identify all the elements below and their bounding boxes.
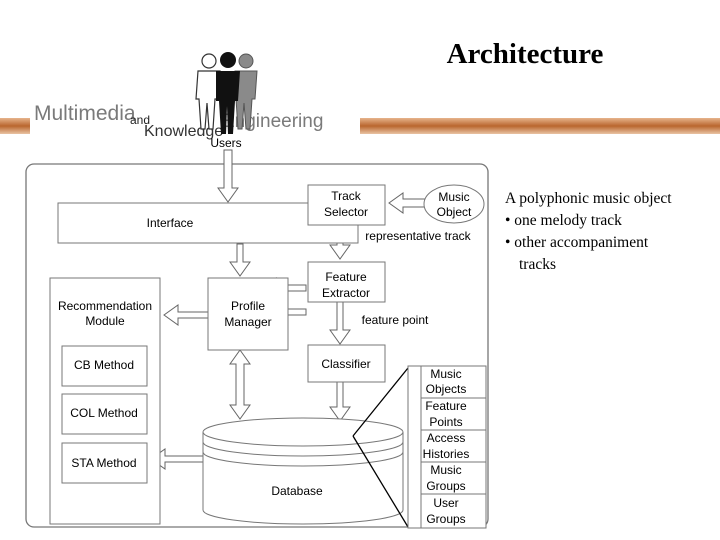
- representative-track-label: representative track: [365, 229, 471, 243]
- db-item-music-objects-1: Music: [430, 367, 461, 381]
- col-method-label: COL Method: [70, 406, 138, 420]
- arrow-profile-to-recommendation: [163, 304, 209, 326]
- track-selector-label-1: Track: [331, 189, 362, 203]
- arrow-classifier-to-database: [329, 381, 351, 422]
- sta-method-label: STA Method: [71, 456, 136, 470]
- classifier-label: Classifier: [321, 357, 370, 371]
- db-item-access-histories-2: Histories: [423, 447, 470, 461]
- logo-multimedia: Multimedia: [34, 102, 136, 125]
- db-item-user-groups-2: Groups: [426, 512, 465, 526]
- arrow-featureextractor-to-classifier: [329, 301, 351, 345]
- database-items-panel: [407, 365, 487, 529]
- database-cylinder: [202, 417, 404, 525]
- slide-title: Architecture: [446, 38, 604, 70]
- description-heading: A polyphonic music object: [505, 190, 672, 207]
- description-bullet-accompaniment: • other accompaniment: [505, 234, 649, 251]
- recommendation-label-2: Module: [85, 314, 125, 328]
- feature-extractor-box: [307, 261, 386, 303]
- db-item-feature-points-1: Feature: [425, 399, 467, 413]
- sta-method-box: [61, 442, 148, 484]
- feature-extractor-label-2: Extractor: [322, 286, 370, 300]
- callout-lines: [352, 367, 409, 528]
- music-object-label-1: Music: [438, 190, 469, 204]
- music-object-ellipse: [423, 184, 485, 224]
- header-band: [0, 96, 720, 140]
- feature-point-label: feature point: [362, 313, 429, 327]
- db-item-access-histories-1: Access: [427, 431, 466, 445]
- classifier-box: [307, 344, 386, 383]
- cb-method-box: [61, 345, 148, 387]
- users-icon: [195, 52, 258, 134]
- col-method-box: [61, 393, 148, 435]
- db-item-music-groups-1: Music: [430, 463, 461, 477]
- profile-manager-box: [207, 277, 289, 351]
- track-selector-box: [307, 184, 386, 226]
- arrow-musicobject-to-trackselector: [388, 192, 426, 214]
- arrow-users-to-interface: [217, 149, 239, 203]
- logo-and: and: [130, 113, 150, 127]
- profile-manager-label-2: Manager: [224, 315, 271, 329]
- recommendation-label-1: Recommendation: [58, 299, 152, 313]
- database-label: Database: [271, 484, 323, 498]
- feature-extractor-label-1: Feature: [325, 270, 367, 284]
- db-item-music-groups-2: Groups: [426, 479, 465, 493]
- db-item-music-objects-2: Objects: [426, 382, 467, 396]
- arrow-profile-database: [229, 349, 251, 420]
- track-selector-label-2: Selector: [324, 205, 368, 219]
- description-bullet-melody: • one melody track: [505, 212, 622, 229]
- interface-label: Interface: [147, 216, 194, 230]
- arrow-interface-to-profile: [229, 243, 251, 277]
- description-block: A polyphonic music object • one melody t…: [505, 188, 715, 276]
- cb-method-label: CB Method: [74, 358, 134, 372]
- description-bullet-accompaniment-cont: tracks: [519, 256, 557, 273]
- users-label: Users: [210, 136, 241, 150]
- music-object-label-2: Object: [437, 205, 472, 219]
- db-item-feature-points-2: Points: [429, 415, 462, 429]
- profile-manager-label-1: Profile: [231, 299, 265, 313]
- db-item-user-groups-1: User: [433, 496, 458, 510]
